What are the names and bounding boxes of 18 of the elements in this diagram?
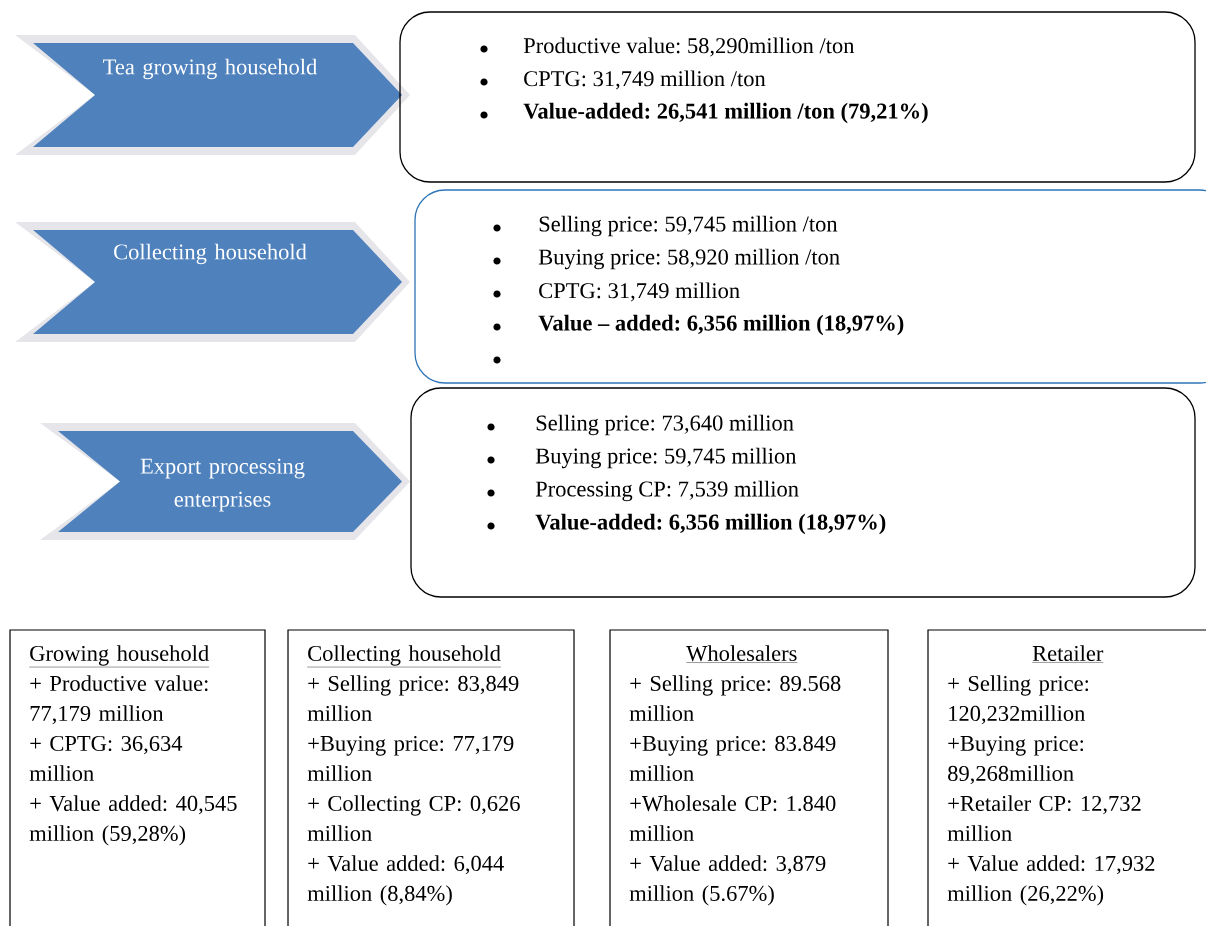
bullet-text: Selling price: 59,745 million /ton — [539, 215, 838, 237]
bullet-text: CPTG: 31,749 million /ton — [524, 70, 766, 90]
bullet-text: CPTG: 31,749 million — [539, 282, 740, 302]
text-box: Growing household + Productive value: 77,179 million + CPTG: 36,634 million + Value added: 40,545 million (59,28%) — [9, 629, 266, 926]
text-box: Retailer + Selling price: 120,232million +Buying price: 89,268million +Retailer CP: 12,732 million + Value added: 17,932 million (26,22%) — [927, 629, 1206, 926]
bullet-text: Value-added: 6,356 million (18,97%) — [535, 513, 886, 535]
rounded-box — [410, 387, 1196, 598]
bullet-text: Buying price: 59,745 million — [535, 447, 797, 469]
bullet-text: Value – added: 6,356 million (18,97%) — [538, 314, 904, 336]
bullet-text: Processing CP: 7,539 million — [535, 480, 799, 502]
bullet-text: Selling price: 73,640 million — [536, 414, 794, 436]
text-box: Wholesalers + Selling price: 89.568 million +Buying price: 83.849 million +Wholesale CP: 1.840 million + Value added: 3,879 million (5.67%) — [609, 629, 889, 926]
bullet-text: Buying price: 58,920 million /ton — [538, 248, 840, 270]
text-box: Collecting household + Selling price: 83,849 million +Buying price: 77,179 million + Collecting CP: 0,626 million + Value added: 6,044 million (8,84%) — [287, 629, 575, 926]
rounded-box — [414, 189, 1206, 384]
bullet-text: Productive value: 58,290million /ton — [523, 37, 855, 57]
rounded-box — [399, 11, 1196, 183]
bullet-text: Value-added: 26,541 million /ton (79,21%) — [523, 102, 928, 124]
